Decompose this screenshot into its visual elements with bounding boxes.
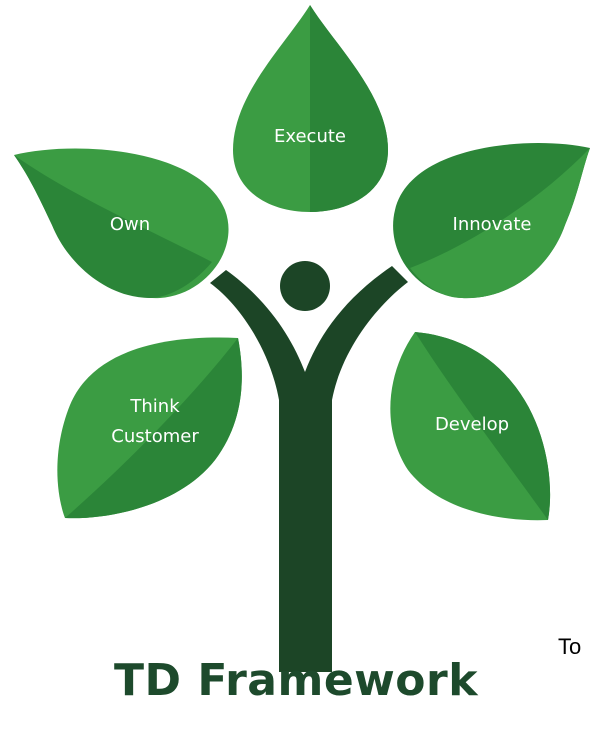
leaf-label-own: Own [110,214,150,235]
leaf-develop: Develop [390,332,551,521]
leaf-execute: Execute [233,5,388,212]
figure-head [280,261,330,311]
leaf-own: Own [14,148,229,299]
leaf-label-execute: Execute [274,126,346,147]
leaf-think-customer: Think Customer [57,337,242,519]
framework-title: TD Framework [113,655,478,706]
figure-trunk [210,266,408,672]
leaf-label-customer: Customer [111,426,199,447]
leaf-label-think: Think [129,396,180,417]
leaf-label-innovate: Innovate [453,214,532,235]
cropped-side-text: To [558,634,582,659]
leaf-label-develop: Develop [435,414,509,435]
leaf-innovate: Innovate [393,143,590,299]
